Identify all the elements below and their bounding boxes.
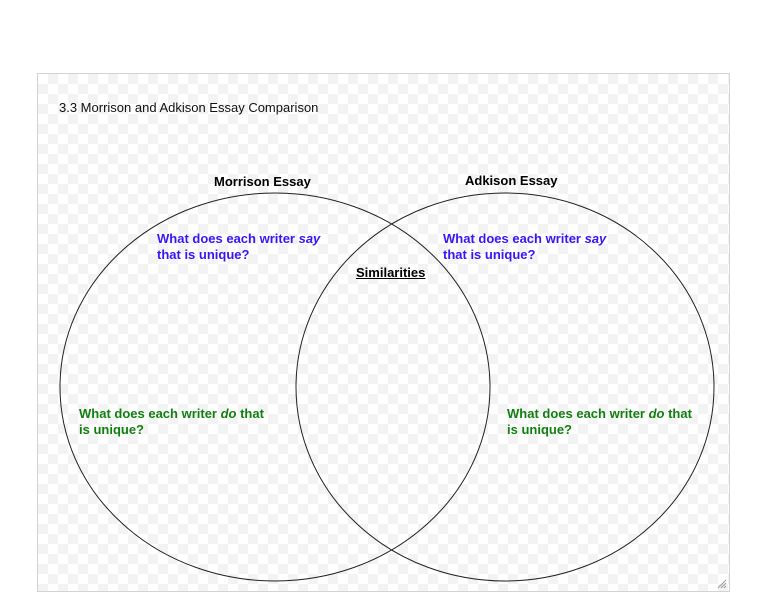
- right-circle: [295, 192, 715, 582]
- resize-grip-icon[interactable]: [717, 579, 727, 589]
- similarities-label: Similarities: [356, 265, 426, 280]
- right-say-prompt: What does each writer say that is unique…: [443, 231, 607, 262]
- left-say-prompt: What does each writer say that is unique…: [157, 231, 321, 262]
- venn-diagram: [59, 192, 715, 582]
- diagram-title: 3.3 Morrison and Adkison Essay Compariso…: [59, 100, 319, 115]
- left-do-prompt: What does each writer do that is unique?: [79, 406, 264, 437]
- morrison-heading: Morrison Essay: [214, 174, 311, 189]
- drawing-canvas: 3.3 Morrison and Adkison Essay Compariso…: [37, 73, 730, 592]
- right-do-prompt: What does each writer do that is unique?: [507, 406, 692, 437]
- left-circle: [59, 192, 491, 582]
- adkison-heading: Adkison Essay: [465, 173, 558, 188]
